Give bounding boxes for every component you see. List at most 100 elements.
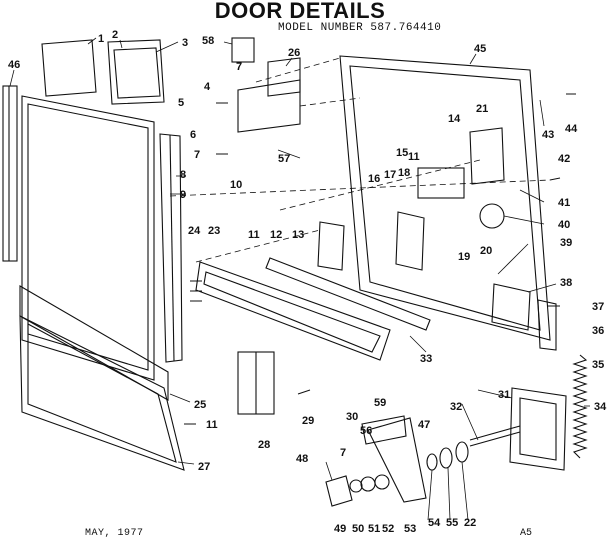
part-label: 15 [396,147,408,159]
part-label: 50 [352,523,364,535]
part-27-toe-panel [19,315,185,471]
part-label: 6 [190,129,196,141]
part-17-assembly [417,167,465,199]
part-label: 59 [374,397,386,409]
part-42-screw [549,177,561,181]
part-34-spring [572,354,588,459]
part-label: 29 [302,415,314,427]
part-54-washer [426,453,438,471]
part-label: 2 [112,29,118,41]
part-label: 4 [204,81,211,93]
part-label: 47 [418,419,430,431]
part-label: 26 [288,47,300,59]
part-29-screw [297,389,311,395]
part-label: 32 [450,401,462,413]
part-label: 40 [558,219,570,231]
part-8-trim [159,133,183,363]
part-label: 56 [360,425,372,437]
part-label: 33 [420,353,432,365]
part-label: 11 [248,229,260,241]
model-number: MODEL NUMBER 587.764410 [278,22,442,34]
part-label: 46 [8,59,20,71]
part-38-bracket [491,283,531,331]
part-label: 18 [398,167,410,179]
part-label: 45 [474,43,486,55]
part-label: 19 [458,251,470,263]
part-label: 51 [368,523,380,535]
part-label: 57 [278,153,290,165]
part-label: 24 [188,225,201,237]
part-label: 17 [384,169,396,181]
part-label: 20 [480,245,492,257]
part-label: 44 [565,123,578,135]
part-51-washer [360,476,376,492]
part-1-pad [41,39,97,97]
part-49-cam [325,475,353,507]
part-label: 42 [558,153,570,165]
part-13-bracket [317,221,345,271]
footer-date: MAY, 1977 [85,528,144,539]
part-2-pad [107,39,165,105]
part-22-washer [455,441,469,463]
part-label: 25 [194,399,206,411]
part-25-rail [19,285,169,401]
part-label: 34 [594,401,607,413]
part-label: 1 [98,33,104,45]
part-label: 58 [202,35,214,47]
part-label: 7 [340,447,346,459]
part-15-bracket [395,211,425,271]
part-label: 7 [194,149,200,161]
part-label: 27 [198,461,210,473]
part-label: 30 [346,411,358,423]
part-label: 5 [178,97,184,109]
part-52-washer [374,474,390,490]
part-35-hinge [537,299,557,351]
part-label: 23 [208,225,220,237]
part-label: 10 [230,179,242,191]
part-50-bushing [349,479,363,493]
part-label: 53 [404,523,416,535]
page-title: DOOR DETAILS [214,0,386,23]
door-outer-panel [21,95,155,381]
part-30-handle [195,261,391,361]
part-label: 55 [446,517,458,529]
part-label: 38 [560,277,572,289]
part-label: 9 [180,189,186,201]
part-4-latch [237,79,301,133]
part-label: 11 [408,151,420,163]
footer-code: A5 [520,528,533,539]
part-label: 8 [180,169,186,181]
part-45-inner-frame [339,55,551,341]
part-40-cap [479,203,505,229]
part-32-shaft [469,425,521,441]
part-label: 37 [592,301,604,313]
part-55-washer [439,447,453,469]
part-label: 41 [558,197,570,209]
part-label: 43 [542,129,554,141]
part-label: 31 [498,389,510,401]
part-46-side-trim [2,85,18,262]
part-21-assembly [469,127,505,185]
part-label: 11 [206,419,218,431]
part-label: 54 [428,517,441,529]
part-label: 48 [296,453,308,465]
part-label: 7 [236,61,242,73]
part-label: 12 [270,229,282,241]
part-label: 13 [292,229,304,241]
part-label: 3 [182,37,188,49]
part-label: 52 [382,523,394,535]
part-label: 36 [592,325,604,337]
part-label: 21 [476,103,488,115]
part-33-strip [265,257,431,331]
part-label: 39 [560,237,572,249]
part-label: 16 [368,173,380,185]
part-53-hinge-arm [367,417,427,503]
part-59-plate [361,415,407,445]
part-label: 22 [464,517,476,529]
part-58-bracket [231,37,255,63]
part-26-latch [267,57,301,97]
part-label: 14 [448,113,461,125]
